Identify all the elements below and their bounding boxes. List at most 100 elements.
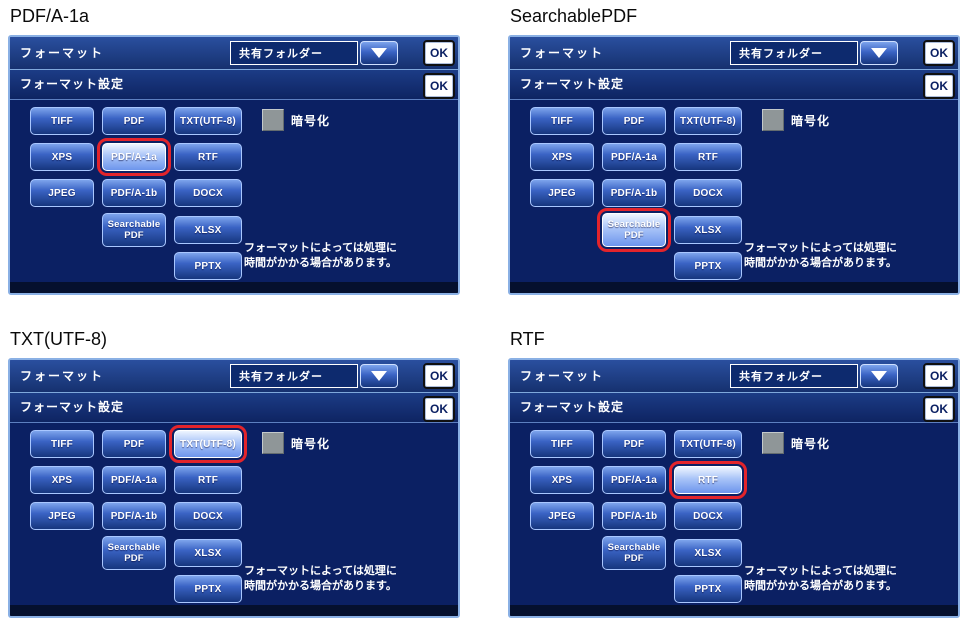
format-button-rtf[interactable]: RTF — [174, 466, 242, 494]
destination-dropdown[interactable]: 共有フォルダー — [230, 364, 398, 388]
format-button-pdf[interactable]: PDF — [602, 430, 666, 458]
format-button-txt-utf8[interactable]: TXT(UTF-8) — [174, 107, 242, 135]
ok-button-subheader[interactable]: OK — [423, 396, 455, 422]
ok-button-subheader[interactable]: OK — [923, 396, 955, 422]
destination-dropdown[interactable]: 共有フォルダー — [730, 41, 898, 65]
format-note: フォーマットによっては処理に 時間がかかる場合があります。 — [744, 241, 956, 271]
panel-cell: PDF/A-1a フォーマット 共有フォルダー OK フォーマット設定 OK T… — [8, 6, 460, 295]
format-button-xps[interactable]: XPS — [30, 143, 94, 171]
ok-button-header[interactable]: OK — [423, 40, 455, 66]
format-button-searchable-pdf[interactable]: Searchable PDF — [597, 208, 671, 252]
dropdown-value[interactable]: 共有フォルダー — [230, 364, 358, 388]
panel-caption: PDF/A-1a — [10, 6, 90, 26]
encryption-label: 暗号化 — [791, 114, 831, 128]
dropdown-arrow-button[interactable] — [360, 41, 398, 65]
format-settings-screen: フォーマット 共有フォルダー OK フォーマット設定 OK TIFF PDF T… — [508, 35, 960, 295]
format-note: フォーマットによっては処理に 時間がかかる場合があります。 — [244, 564, 456, 594]
format-button-searchable-pdf[interactable]: Searchable PDF — [602, 536, 666, 570]
subheader-title: フォーマット設定 — [20, 77, 125, 91]
format-button-docx[interactable]: DOCX — [674, 179, 742, 207]
format-button-tiff[interactable]: TIFF — [530, 107, 594, 135]
encryption-checkbox[interactable] — [262, 109, 284, 131]
format-button-tiff[interactable]: TIFF — [30, 107, 94, 135]
encryption-checkbox[interactable] — [762, 432, 784, 454]
format-button-docx[interactable]: DOCX — [174, 502, 242, 530]
format-button-xlsx[interactable]: XLSX — [174, 216, 242, 244]
screen-subheader: フォーマット設定 — [510, 393, 958, 423]
format-button-jpeg[interactable]: JPEG — [30, 502, 94, 530]
format-button-xlsx[interactable]: XLSX — [674, 539, 742, 567]
dropdown-arrow-button[interactable] — [360, 364, 398, 388]
format-button-pdf[interactable]: PDF — [102, 430, 166, 458]
searchable-pdf-line1: Searchable — [607, 542, 661, 553]
destination-dropdown[interactable]: 共有フォルダー — [230, 41, 398, 65]
ok-button-header[interactable]: OK — [423, 363, 455, 389]
destination-dropdown[interactable]: 共有フォルダー — [730, 364, 898, 388]
encryption-checkbox[interactable] — [262, 432, 284, 454]
chevron-down-icon — [371, 48, 387, 58]
note-line2: 時間がかかる場合があります。 — [744, 257, 897, 269]
format-button-jpeg[interactable]: JPEG — [30, 179, 94, 207]
format-button-pdf-a-1a[interactable]: PDF/A-1a — [97, 138, 171, 176]
format-button-xps[interactable]: XPS — [530, 466, 594, 494]
format-button-txt-utf8[interactable]: TXT(UTF-8) — [674, 430, 742, 458]
note-line2: 時間がかかる場合があります。 — [744, 580, 897, 592]
format-button-jpeg[interactable]: JPEG — [530, 502, 594, 530]
format-button-pdf-a-1b[interactable]: PDF/A-1b — [602, 179, 666, 207]
format-button-txt-utf8[interactable]: TXT(UTF-8) — [169, 425, 247, 463]
chevron-down-icon — [371, 371, 387, 381]
format-settings-screen: フォーマット 共有フォルダー OK フォーマット設定 OK TIFF PDF T… — [8, 35, 460, 295]
format-button-tiff[interactable]: TIFF — [530, 430, 594, 458]
searchable-pdf-line1: Searchable — [107, 542, 161, 553]
panel-cell: TXT(UTF-8) フォーマット 共有フォルダー OK フォーマット設定 OK… — [8, 329, 460, 618]
format-button-xps[interactable]: XPS — [30, 466, 94, 494]
format-button-pdf-a-1a[interactable]: PDF/A-1a — [602, 466, 666, 494]
format-button-jpeg[interactable]: JPEG — [530, 179, 594, 207]
format-note: フォーマットによっては処理に 時間がかかる場合があります。 — [244, 241, 456, 271]
format-button-rtf[interactable]: RTF — [174, 143, 242, 171]
format-button-pptx[interactable]: PPTX — [674, 252, 742, 280]
note-line1: フォーマットによっては処理に — [744, 565, 897, 577]
format-button-docx[interactable]: DOCX — [174, 179, 242, 207]
format-button-pptx[interactable]: PPTX — [174, 575, 242, 603]
format-button-searchable-pdf[interactable]: Searchable PDF — [102, 213, 166, 247]
format-button-pdf-a-1a[interactable]: PDF/A-1a — [102, 466, 166, 494]
format-button-xlsx[interactable]: XLSX — [174, 539, 242, 567]
searchable-pdf-line1: Searchable — [607, 219, 661, 230]
format-button-pdf-a-1b[interactable]: PDF/A-1b — [102, 502, 166, 530]
format-button-pdf-a-1a[interactable]: PDF/A-1a — [602, 143, 666, 171]
dropdown-arrow-button[interactable] — [860, 41, 898, 65]
ok-button-subheader[interactable]: OK — [423, 73, 455, 99]
format-button-pptx[interactable]: PPTX — [174, 252, 242, 280]
note-line2: 時間がかかる場合があります。 — [244, 257, 397, 269]
format-button-xlsx[interactable]: XLSX — [674, 216, 742, 244]
format-button-pdf-a-1b[interactable]: PDF/A-1b — [602, 502, 666, 530]
encryption-label: 暗号化 — [791, 437, 831, 451]
ok-button-header[interactable]: OK — [923, 40, 955, 66]
subheader-title: フォーマット設定 — [20, 400, 125, 414]
format-button-pdf[interactable]: PDF — [602, 107, 666, 135]
note-line1: フォーマットによっては処理に — [244, 565, 397, 577]
dropdown-arrow-button[interactable] — [860, 364, 898, 388]
format-button-pdf-a-1b[interactable]: PDF/A-1b — [102, 179, 166, 207]
dropdown-value[interactable]: 共有フォルダー — [730, 41, 858, 65]
format-button-pptx[interactable]: PPTX — [674, 575, 742, 603]
format-button-rtf[interactable]: RTF — [669, 461, 747, 499]
format-button-tiff[interactable]: TIFF — [30, 430, 94, 458]
format-note: フォーマットによっては処理に 時間がかかる場合があります。 — [744, 564, 956, 594]
format-button-searchable-pdf[interactable]: Searchable PDF — [102, 536, 166, 570]
ok-button-header[interactable]: OK — [923, 363, 955, 389]
format-button-txt-utf8[interactable]: TXT(UTF-8) — [674, 107, 742, 135]
format-button-pdf[interactable]: PDF — [102, 107, 166, 135]
header-title: フォーマット — [520, 369, 605, 383]
encryption-checkbox[interactable] — [762, 109, 784, 131]
panel-caption: RTF — [510, 329, 545, 349]
format-button-rtf[interactable]: RTF — [674, 143, 742, 171]
dropdown-value[interactable]: 共有フォルダー — [230, 41, 358, 65]
format-button-xps[interactable]: XPS — [530, 143, 594, 171]
dropdown-value[interactable]: 共有フォルダー — [730, 364, 858, 388]
panel-caption: SearchablePDF — [510, 6, 638, 26]
format-button-docx[interactable]: DOCX — [674, 502, 742, 530]
screen-subheader: フォーマット設定 — [510, 70, 958, 100]
ok-button-subheader[interactable]: OK — [923, 73, 955, 99]
